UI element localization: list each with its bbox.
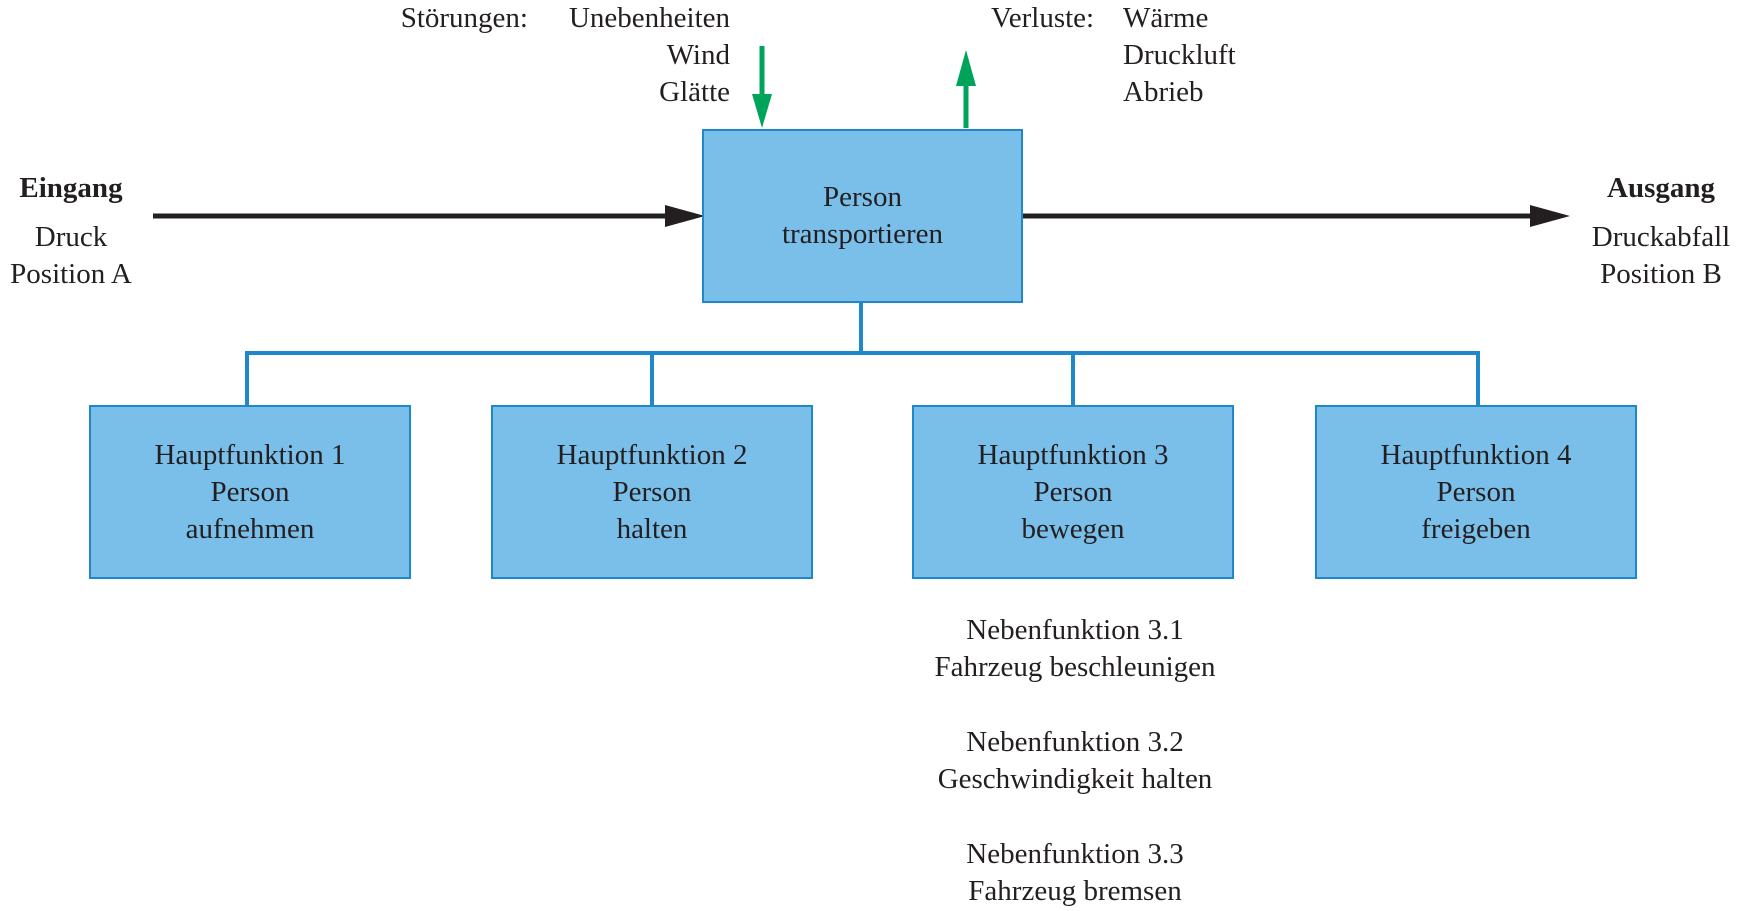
sub-function-text: Fahrzeug bremsen bbox=[968, 875, 1182, 907]
disturbances-label: Störungen: bbox=[400, 2, 528, 34]
sub-function-text: Geschwindigkeit halten bbox=[937, 763, 1213, 795]
function-title: Hauptfunktion 4 bbox=[1380, 438, 1572, 471]
output-arrow bbox=[1023, 205, 1570, 227]
loss-item: Druckluft bbox=[1123, 39, 1236, 71]
output-item: Druckabfall bbox=[1591, 221, 1731, 253]
function-title: Hauptfunktion 3 bbox=[977, 438, 1169, 471]
main-function-line1: Person bbox=[823, 181, 902, 213]
output-title: Ausgang bbox=[1607, 172, 1715, 204]
main-function-line2: transportieren bbox=[781, 218, 944, 250]
sub-function-text: Fahrzeug beschleunigen bbox=[934, 651, 1216, 683]
disturbance-item: Wind bbox=[666, 39, 730, 71]
function-line1: Person bbox=[210, 475, 290, 508]
hierarchy-connectors bbox=[245, 302, 1480, 406]
input-title: Eingang bbox=[19, 172, 123, 204]
sub-function-3-3: Nebenfunktion 3.3 Fahrzeug bremsen bbox=[880, 836, 1270, 910]
input-arrow bbox=[153, 205, 705, 227]
main-function-3-box: Hauptfunktion 3 Person bewegen bbox=[912, 405, 1234, 579]
main-function-2-box: Hauptfunktion 2 Person halten bbox=[491, 405, 813, 579]
sub-function-title: Nebenfunktion 3.2 bbox=[966, 726, 1184, 758]
output-item: Position B bbox=[1600, 258, 1722, 290]
function-title: Hauptfunktion 2 bbox=[556, 438, 748, 471]
function-line2: halten bbox=[616, 512, 688, 545]
loss-item: Wärme bbox=[1123, 2, 1209, 34]
main-function-1-box: Hauptfunktion 1 Person aufnehmen bbox=[89, 405, 411, 579]
function-line2: bewegen bbox=[1021, 512, 1125, 545]
main-function-4-box: Hauptfunktion 4 Person freigeben bbox=[1315, 405, 1637, 579]
loss-item: Abrieb bbox=[1123, 76, 1204, 108]
function-line2: aufnehmen bbox=[185, 512, 315, 545]
disturbance-item: Glätte bbox=[659, 76, 730, 108]
input-item: Druck bbox=[34, 221, 108, 253]
function-line2: freigeben bbox=[1421, 512, 1531, 545]
input-item: Position A bbox=[10, 258, 132, 290]
function-line1: Person bbox=[1033, 475, 1113, 508]
loss-arrow bbox=[956, 50, 976, 128]
sub-function-3-2: Nebenfunktion 3.2 Geschwindigkeit halten bbox=[880, 724, 1270, 798]
sub-function-title: Nebenfunktion 3.1 bbox=[966, 614, 1184, 646]
sub-function-3-1: Nebenfunktion 3.1 Fahrzeug beschleunigen bbox=[880, 612, 1270, 686]
disturbance-item: Unebenheiten bbox=[568, 2, 730, 34]
function-line1: Person bbox=[1436, 475, 1516, 508]
losses-label: Verluste: bbox=[991, 2, 1095, 34]
function-line1: Person bbox=[612, 475, 692, 508]
disturbance-arrow bbox=[752, 46, 772, 128]
function-title: Hauptfunktion 1 bbox=[154, 438, 346, 471]
main-function-box: Person transportieren bbox=[702, 129, 1023, 303]
sub-function-title: Nebenfunktion 3.3 bbox=[966, 838, 1184, 870]
